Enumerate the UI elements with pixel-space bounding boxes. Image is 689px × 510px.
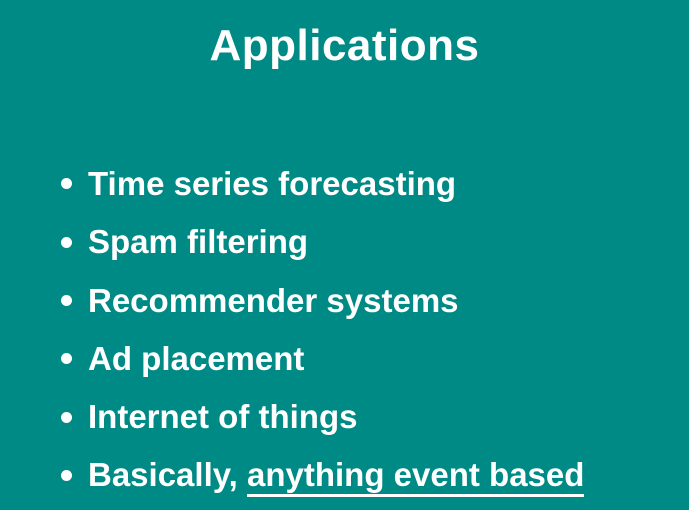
bullet-text: Time series forecasting	[88, 164, 457, 202]
list-item: Basically, anything event based	[61, 446, 689, 504]
bullet-text-underlined: anything event based	[247, 456, 585, 498]
bullet-icon	[61, 236, 72, 248]
bullet-text: Recommender systems	[88, 281, 459, 319]
bullet-text: Spam filtering	[88, 223, 309, 261]
bullet-icon	[61, 469, 72, 481]
list-item: Recommender systems	[61, 271, 689, 329]
bullet-text: Basically, anything event based	[88, 456, 585, 498]
bullet-icon	[61, 178, 72, 190]
bullet-text: Ad placement	[88, 339, 305, 377]
list-item: Spam filtering	[61, 213, 689, 271]
list-item: Internet of things	[61, 388, 689, 446]
bullet-text-prefix: Basically,	[88, 456, 247, 494]
bullet-icon	[61, 353, 72, 365]
bullet-text: Internet of things	[88, 398, 358, 436]
list-item: Ad placement	[61, 330, 689, 388]
bullet-list: Time series forecasting Spam filtering R…	[0, 155, 689, 505]
slide-title: Applications	[209, 21, 480, 70]
bullet-icon	[61, 295, 72, 307]
list-item: Time series forecasting	[61, 155, 689, 213]
bullet-icon	[61, 411, 72, 423]
